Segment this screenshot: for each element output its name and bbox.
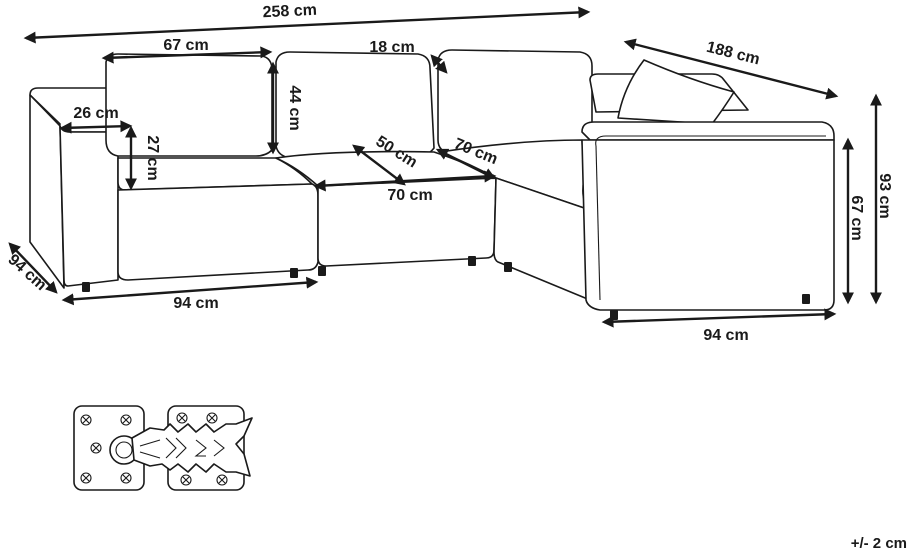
foot [82, 282, 90, 292]
right-side-pillow [617, 59, 735, 125]
foot [290, 268, 298, 278]
screw-icon [90, 442, 102, 454]
sofa-drawing [29, 49, 835, 320]
screw-icon [80, 472, 92, 484]
foot [802, 294, 810, 304]
foot [468, 256, 476, 266]
foot [610, 310, 618, 320]
screw-icon [216, 474, 228, 486]
label-middle-seat: 70 cm [387, 187, 432, 204]
dim-arrow-pillow-thickness [430, 54, 448, 74]
clip-latch [131, 417, 253, 477]
clip-latch-teeth [165, 437, 225, 459]
label-pillow-thickness: 18 cm [369, 39, 414, 56]
dim-arrow-left-depth [8, 242, 58, 294]
right-arm-inner-line [595, 135, 826, 147]
label-back-height: 44 cm [286, 85, 303, 130]
dimension-arrows [8, 6, 882, 328]
clip-latch-ribs [139, 439, 161, 459]
dim-arrow-armchair-depth [623, 38, 839, 100]
right-arm-front [581, 139, 835, 311]
clip-pivot-inner [115, 441, 133, 459]
back-cushion-middle [275, 51, 435, 159]
label-seat-height: 67 cm [848, 195, 865, 240]
label-armrest-height: 27 cm [144, 135, 161, 180]
right-arm-top [581, 121, 835, 141]
foot [504, 262, 512, 272]
screw-icon [80, 414, 92, 426]
left-arm-side [29, 94, 65, 289]
dim-arrow-armrest-width [59, 120, 133, 134]
seat-corner-front [493, 177, 591, 301]
dim-arrow-cushion-width [101, 46, 273, 64]
seat-left-front [117, 183, 319, 281]
screw-icon [176, 412, 188, 424]
foot [318, 266, 326, 276]
label-right-width: 94 cm [703, 327, 748, 344]
connector-clip-detail [73, 405, 253, 491]
label-left-width: 94 cm [173, 295, 218, 312]
screw-icon [180, 474, 192, 486]
dim-arrow-right-width [601, 308, 837, 328]
dim-arrow-left-width [61, 276, 319, 306]
right-arm-seam [595, 145, 601, 301]
label-cushion-width: 67 cm [163, 37, 208, 54]
tolerance-note: +/- 2 cm [850, 535, 907, 552]
screw-icon [120, 414, 132, 426]
screw-icon [120, 472, 132, 484]
label-total-width: 258 cm [262, 2, 317, 21]
dim-arrow-total-width [23, 6, 591, 44]
label-total-height: 93 cm [876, 173, 893, 218]
dim-arrow-corner-seat [435, 148, 497, 180]
label-armrest-width: 26 cm [73, 105, 118, 122]
screw-icon [206, 412, 218, 424]
